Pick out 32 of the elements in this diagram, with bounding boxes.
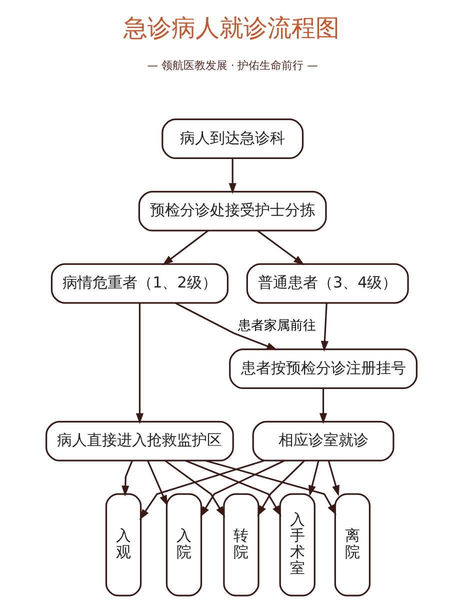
node-box: 入手术室 [278,493,315,596]
node-box: 患者按预检分诊注册挂号 [228,348,417,390]
node-box: 病情危重者（1、2级） [50,263,228,304]
arrow [164,460,225,518]
diagram-title: 急诊病人就诊流程图 [123,14,339,42]
arrow [256,460,305,516]
arrow [135,303,143,424]
node-box: 转院 [222,493,259,596]
arrow [320,302,328,352]
node-box: 病人直接进入抢救监护区 [45,420,234,462]
arrow [327,460,339,496]
edge-label: 患者家属前往 [237,318,316,334]
arrow [228,158,236,194]
node-box: 普通患者（3、4级） [246,263,408,304]
arrow [174,302,278,350]
arrow [146,460,168,506]
node-box: 相应诊室就诊 [252,420,394,462]
arrow [204,460,336,516]
arrow [184,460,281,516]
node-box: 入院 [165,493,202,596]
arrow [319,388,327,424]
node-box: 病人到达急诊科 [161,118,304,160]
node-box: 离院 [334,493,370,596]
arrow [200,460,284,518]
arrow [121,460,132,496]
node-box: 入观 [104,493,142,596]
arrow [138,460,264,520]
node-box: 预检分诊处接受护士分拣 [138,190,326,232]
label: — 领航医教发展 · 护佑生命前行 — [146,59,318,72]
arrow [308,460,319,496]
arrow [256,230,304,266]
arrow [162,230,208,266]
